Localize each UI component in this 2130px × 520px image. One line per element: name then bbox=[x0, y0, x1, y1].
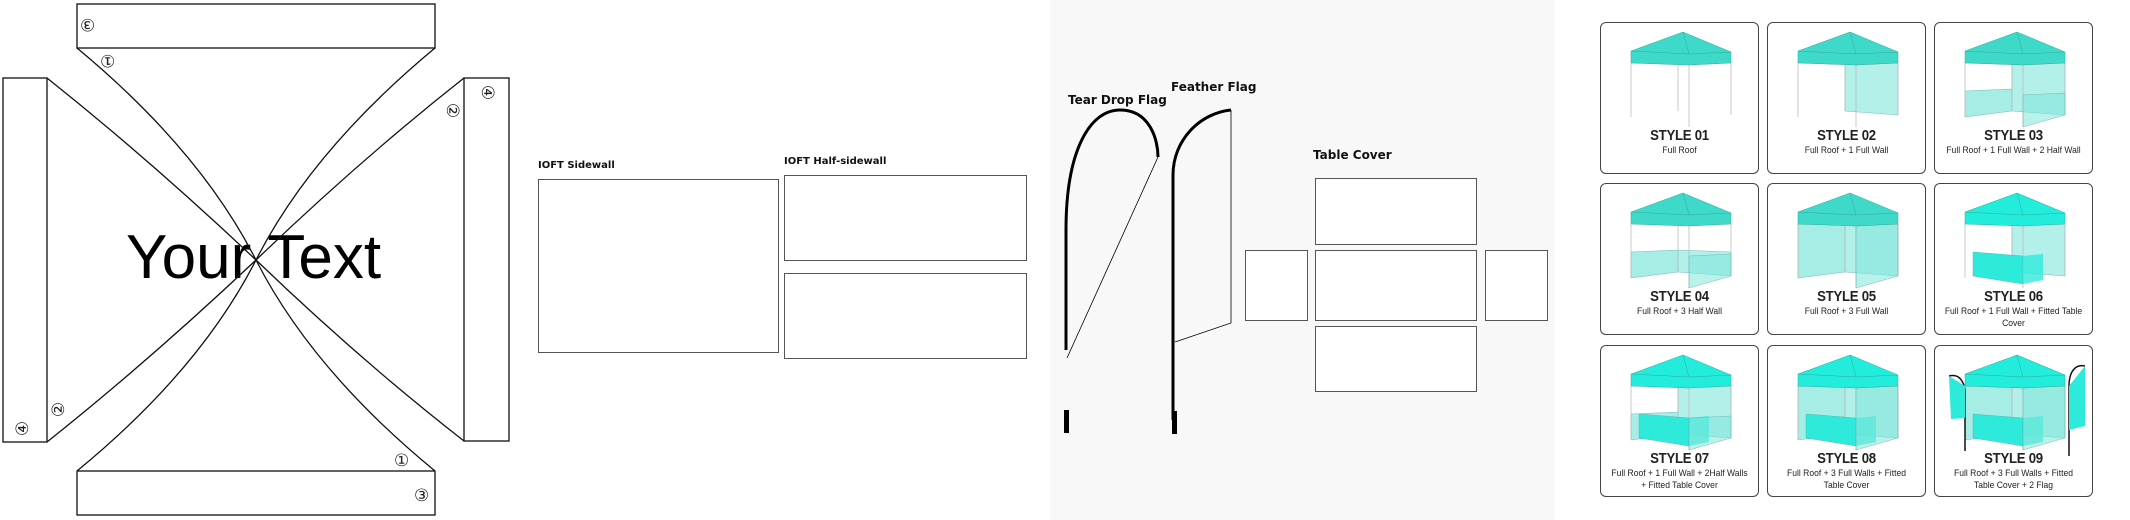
seam-line bbox=[46, 77, 465, 442]
seam-line bbox=[46, 77, 465, 443]
table-cover-right bbox=[1485, 250, 1548, 321]
sidewall-label: IOFT Sidewall bbox=[538, 160, 615, 171]
roof-seams bbox=[46, 47, 465, 472]
style-description: Full Roof + 1 Full Wall + 2 Half Wall bbox=[1946, 145, 2081, 156]
style-description: Full Roof + 1 Full Wall + Fitted Table C… bbox=[1944, 306, 2083, 329]
tent-illustration bbox=[1797, 354, 1899, 451]
marker-bottom-1: ① bbox=[394, 451, 410, 470]
tent-illustration bbox=[1964, 192, 2066, 288]
style-card[interactable]: STYLE 01 Full Roof bbox=[1600, 22, 1759, 174]
style-description: Full Roof + 1 Full Wall + 2Half Walls + … bbox=[1611, 468, 1748, 491]
style-description: Full Roof + 3 Full Wall bbox=[1804, 306, 1889, 317]
style-card[interactable]: STYLE 03 Full Roof + 1 Full Wall + 2 Hal… bbox=[1934, 22, 2093, 174]
sidewall-panel bbox=[538, 179, 779, 353]
table-cover-front bbox=[1315, 250, 1477, 321]
style-description: Full Roof bbox=[1662, 145, 1697, 156]
teardrop-flag bbox=[1064, 108, 1160, 433]
roof-valance-top bbox=[76, 3, 436, 49]
tent-illustration bbox=[1630, 354, 1732, 451]
half-sidewall-panel-2 bbox=[784, 273, 1027, 359]
marker-top-3: ③ bbox=[80, 15, 96, 34]
roof-valance-right bbox=[463, 77, 510, 442]
style-title: STYLE 01 bbox=[1650, 127, 1709, 144]
style-card[interactable]: STYLE 04 Full Roof + 3 Half Wall bbox=[1600, 183, 1759, 335]
feather-flag-label: Feather Flag bbox=[1171, 80, 1257, 94]
style-title: STYLE 05 bbox=[1817, 288, 1876, 305]
tent-illustration bbox=[1797, 192, 1899, 289]
style-title: STYLE 02 bbox=[1817, 127, 1876, 144]
roof-valance-left bbox=[2, 77, 48, 443]
style-card[interactable]: STYLE 02 Full Roof + 1 Full Wall bbox=[1767, 22, 1926, 174]
style-card[interactable]: STYLE 05 Full Roof + 3 Full Wall bbox=[1767, 183, 1926, 335]
table-cover-label: Table Cover bbox=[1313, 148, 1392, 162]
flags-drawing bbox=[1064, 108, 1232, 434]
tent-illustration bbox=[1630, 31, 1732, 127]
table-cover-top bbox=[1315, 178, 1477, 245]
tent-illustration bbox=[1964, 31, 2066, 128]
style-card[interactable]: STYLE 06 Full Roof + 1 Full Wall + Fitte… bbox=[1934, 183, 2093, 335]
roof-valance-bottom bbox=[76, 470, 436, 516]
style-title: STYLE 07 bbox=[1650, 450, 1709, 467]
style-description: Full Roof + 1 Full Wall bbox=[1804, 145, 1889, 156]
marker-left-4: ④ bbox=[13, 420, 33, 437]
half-sidewall-panel-1 bbox=[784, 175, 1027, 261]
style-description: Full Roof + 3 Full Walls + Fitted Table … bbox=[1787, 468, 1906, 491]
style-title: STYLE 03 bbox=[1984, 127, 2043, 144]
tent-illustration bbox=[1630, 192, 1732, 289]
style-description: Full Roof + 3 Half Wall bbox=[1637, 306, 1722, 317]
style-title: STYLE 06 bbox=[1984, 288, 2043, 305]
half-sidewall-label: IOFT Half-sidewall bbox=[784, 156, 887, 167]
marker-top-1: ① bbox=[100, 51, 116, 70]
style-description: Full Roof + 3 Full Walls + Fitted Table … bbox=[1954, 468, 2073, 491]
style-title: STYLE 08 bbox=[1817, 450, 1876, 467]
roof-template: Your Text ③ ① ④ ② ② ④ ① ③ bbox=[0, 0, 520, 520]
marker-right-2: ② bbox=[443, 102, 463, 119]
roof-template-outline bbox=[2, 3, 510, 516]
tent-illustration bbox=[1948, 354, 2086, 456]
style-card[interactable]: STYLE 09 Full Roof + 3 Full Walls + Fitt… bbox=[1934, 345, 2093, 497]
style-title: STYLE 09 bbox=[1984, 450, 2043, 467]
table-cover-back bbox=[1315, 326, 1477, 392]
marker-right-4: ④ bbox=[478, 84, 498, 101]
style-card[interactable]: STYLE 07 Full Roof + 1 Full Wall + 2Half… bbox=[1600, 345, 1759, 497]
teardrop-flag-label: Tear Drop Flag bbox=[1068, 93, 1167, 107]
style-title: STYLE 04 bbox=[1650, 288, 1709, 305]
feather-flag bbox=[1171, 108, 1232, 434]
table-cover-left bbox=[1245, 250, 1308, 321]
style-card[interactable]: STYLE 08 Full Roof + 3 Full Walls + Fitt… bbox=[1767, 345, 1926, 497]
marker-left-2: ② bbox=[49, 401, 69, 418]
tent-illustration bbox=[1797, 31, 1899, 127]
marker-bottom-3: ③ bbox=[414, 486, 430, 505]
